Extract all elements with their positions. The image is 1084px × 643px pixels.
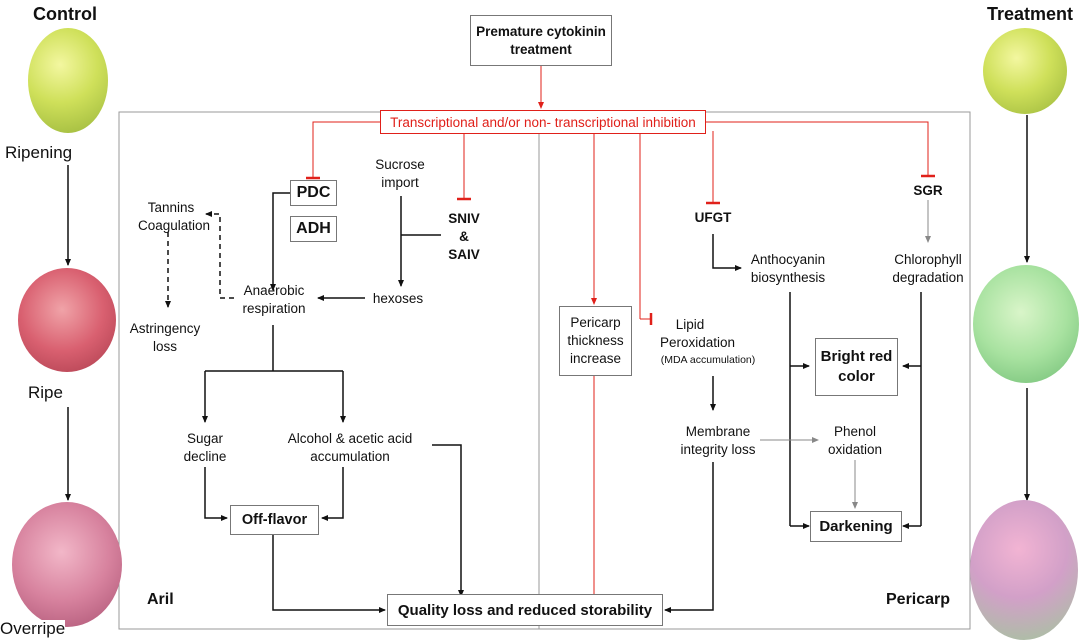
pericarp-frame: [538, 111, 971, 630]
stage-ripe-label: Ripe: [28, 383, 63, 402]
darkening-box: Darkening: [810, 511, 902, 542]
ampersand-label: &: [459, 229, 469, 244]
control-fruit-unripe: [28, 28, 108, 133]
pericarp-thickness-box: Pericarp thickness increase: [559, 306, 632, 376]
anaerobic-respiration-label: Anaerobic respiration: [242, 283, 306, 316]
anthocyanin-label: Anthocyanin biosynthesis: [750, 252, 826, 285]
sugar-decline-label: Sugar decline: [183, 431, 227, 464]
chlorophyll-label: Chlorophyll degradation: [892, 252, 964, 285]
phenol-oxidation-label: Phenol oxidation: [827, 424, 883, 457]
control-fruit-ripe: [18, 268, 116, 372]
bright-red-color-box: Bright red color: [815, 338, 898, 396]
lipid-peroxidation-label: Lipid Peroxidation: [660, 317, 736, 350]
off-flavor-box: Off-flavor: [230, 505, 319, 535]
adh-box: ADH: [290, 216, 337, 242]
sgr-label: SGR: [913, 183, 943, 198]
control-fruit-overripe: [12, 502, 122, 627]
stage-ripening-label: Ripening: [5, 143, 73, 162]
treatment-fruit-unripe: [983, 28, 1067, 114]
sniv-label: SNIV: [448, 211, 480, 226]
mda-accumulation-label: (MDA accumulation): [660, 354, 756, 366]
pdc-box: PDC: [290, 180, 337, 206]
treatment-fruit-overripe: [970, 500, 1078, 640]
quality-loss-box: Quality loss and reduced storability: [387, 594, 663, 626]
ufgt-label: UFGT: [694, 210, 732, 225]
aril-section-label: Aril: [147, 591, 174, 608]
hexoses-label: hexoses: [372, 291, 424, 306]
alcohol-acetic-label: Alcohol & acetic acid accumulation: [287, 431, 413, 464]
tannins-coagulation-label: Tannins Coagulation: [138, 200, 211, 233]
sucrose-import-label: Sucrose import: [375, 157, 425, 190]
control-label: Control: [33, 4, 97, 24]
inhibition-box: Transcriptional and/or non- transcriptio…: [380, 110, 706, 134]
cytokinin-treatment-box: Premature cytokinin treatment: [470, 15, 612, 66]
saiv-label: SAIV: [448, 247, 480, 262]
treatment-label: Treatment: [987, 4, 1074, 24]
treatment-fruit-ripe: [973, 265, 1079, 383]
astringency-loss-label: Astringency loss: [129, 321, 201, 354]
stage-overripe-label: Overripe: [0, 619, 66, 638]
pericarp-section-label: Pericarp: [886, 591, 951, 608]
membrane-integrity-label: Membrane integrity loss: [680, 424, 756, 457]
